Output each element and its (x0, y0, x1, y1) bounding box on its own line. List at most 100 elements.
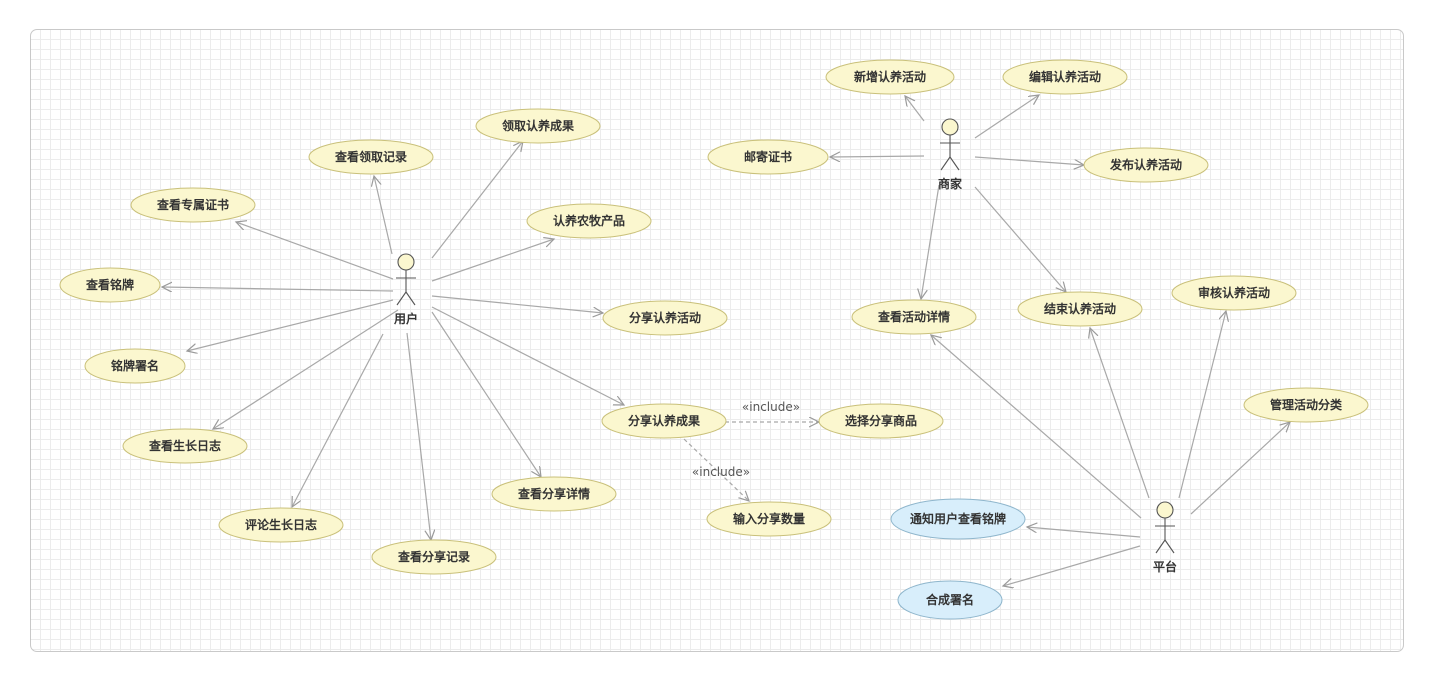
use-case-label: 编辑认养活动 (1028, 69, 1101, 84)
use-case-ellipse (897, 580, 1003, 620)
use-case-label: 分享认养成果 (628, 413, 700, 428)
actor-user[interactable]: 用户 (393, 253, 418, 326)
use-case-uc18[interactable]: 发布认养活动 (1083, 147, 1209, 183)
use-case-ellipse (308, 139, 434, 175)
use-case-uc5[interactable]: 查看铭牌 (59, 267, 161, 303)
association-edge-platform-uc21 (1178, 311, 1226, 499)
use-case-label: 铭牌署名 (111, 358, 159, 373)
use-case-uc11[interactable]: 查看分享详情 (491, 476, 617, 512)
association-edge-user-uc13 (292, 333, 384, 507)
actor-label: 商家 (938, 176, 963, 191)
association-edge-platform-uc20 (1090, 328, 1150, 499)
use-case-uc15[interactable]: 新增认养活动 (825, 59, 955, 95)
use-case-label: 查看铭牌 (85, 277, 134, 292)
use-case-uc6[interactable]: 分享认养活动 (602, 300, 728, 336)
association-edge-user-uc6 (431, 295, 603, 313)
association-edge-user-uc1 (431, 141, 523, 259)
use-case-label: 查看生长日志 (148, 438, 221, 453)
association-edge-merchant-uc15 (905, 96, 925, 122)
actor-stick-figure-icon (396, 253, 416, 306)
use-case-label: 管理活动分类 (1270, 397, 1343, 412)
actor-stick-figure-icon (940, 118, 960, 171)
use-case-uc20[interactable]: 结束认养活动 (1017, 291, 1143, 327)
include-label: «include» (692, 465, 750, 479)
use-case-uc7[interactable]: 铭牌署名 (84, 348, 186, 384)
use-case-ellipse (602, 300, 728, 336)
use-case-ellipse (601, 403, 727, 439)
use-case-uc21[interactable]: 审核认养活动 (1171, 275, 1297, 311)
use-case-uc14[interactable]: 查看分享记录 (371, 539, 497, 575)
association-edge-user-uc10 (213, 309, 399, 429)
use-case-label: 查看活动详情 (877, 309, 950, 324)
actor-stick-figure-icon (1155, 501, 1175, 554)
association-edge-merchant-uc19 (921, 184, 940, 299)
actor-platform[interactable]: 平台 (1153, 501, 1177, 574)
use-case-ellipse (130, 187, 256, 223)
use-case-uc10[interactable]: 查看生长日志 (122, 428, 248, 464)
use-case-label: 选择分享商品 (845, 413, 917, 428)
association-edge-user-uc2 (374, 176, 393, 255)
use-case-uc8[interactable]: 分享认养成果 (601, 403, 727, 439)
association-edge-user-uc3 (236, 222, 394, 280)
use-case-ellipse (706, 501, 832, 537)
use-case-label: 查看专属证书 (156, 197, 229, 212)
use-case-label: 审核认养活动 (1198, 285, 1270, 300)
association-edge-user-uc8 (431, 306, 624, 405)
association-edge-user-uc4 (431, 239, 554, 282)
use-case-uc22[interactable]: 管理活动分类 (1243, 387, 1369, 423)
use-case-uc17[interactable]: 邮寄证书 (707, 139, 829, 175)
use-case-ellipse (218, 507, 344, 543)
include-edge-uc8-uc12 (683, 438, 749, 501)
association-edge-user-uc7 (187, 299, 394, 351)
association-edge-platform-uc22 (1190, 422, 1290, 515)
use-case-ellipse (1083, 147, 1209, 183)
use-case-uc24[interactable]: 合成署名 (897, 580, 1003, 620)
use-case-label: 结束认养活动 (1044, 301, 1116, 316)
use-case-label: 新增认养活动 (854, 69, 926, 84)
use-case-uc2[interactable]: 查看领取记录 (308, 139, 434, 175)
actor-label: 平台 (1153, 559, 1177, 574)
association-edge-merchant-uc17 (830, 156, 925, 157)
actor-merchant[interactable]: 商家 (938, 118, 963, 191)
use-case-uc9[interactable]: 选择分享商品 (818, 403, 944, 439)
association-edge-user-uc11 (431, 311, 541, 477)
use-case-ellipse (59, 267, 161, 303)
use-case-ellipse (1002, 59, 1128, 95)
use-case-uc16[interactable]: 编辑认养活动 (1002, 59, 1128, 95)
use-case-ellipse (491, 476, 617, 512)
use-case-label: 评论生长日志 (245, 517, 317, 532)
use-case-uc4[interactable]: 认养农牧产品 (526, 203, 652, 239)
use-case-ellipse (1243, 387, 1369, 423)
use-case-label: 认养农牧产品 (553, 213, 625, 228)
use-case-ellipse (1171, 275, 1297, 311)
use-case-ellipse (1017, 291, 1143, 327)
use-case-uc3[interactable]: 查看专属证书 (130, 187, 256, 223)
use-case-label: 查看分享记录 (397, 549, 470, 564)
use-case-uc23[interactable]: 通知用户查看铭牌 (890, 498, 1026, 540)
association-edge-platform-uc19 (931, 335, 1142, 519)
use-case-ellipse (825, 59, 955, 95)
actor-label: 用户 (393, 311, 418, 326)
use-case-ellipse (122, 428, 248, 464)
use-case-ellipse (818, 403, 944, 439)
use-case-label: 查看分享详情 (517, 486, 590, 501)
use-case-label: 分享认养活动 (629, 310, 701, 325)
use-case-label: 查看领取记录 (334, 149, 407, 164)
use-case-ellipse (371, 539, 497, 575)
association-edge-platform-uc23 (1027, 527, 1141, 538)
use-case-label: 领取认养成果 (502, 118, 574, 133)
use-case-ellipse (707, 139, 829, 175)
use-case-label: 输入分享数量 (733, 511, 805, 526)
use-case-ellipse (84, 348, 186, 384)
include-label: «include» (742, 400, 800, 414)
use-case-uc1[interactable]: 领取认养成果 (475, 108, 601, 144)
use-case-ellipse (851, 299, 977, 335)
association-edge-merchant-uc16 (974, 95, 1039, 139)
association-edge-user-uc14 (406, 332, 431, 540)
diagram-canvas (30, 29, 1404, 652)
use-case-uc13[interactable]: 评论生长日志 (218, 507, 344, 543)
use-case-uc19[interactable]: 查看活动详情 (851, 299, 977, 335)
use-case-label: 合成署名 (926, 592, 974, 607)
use-case-uc12[interactable]: 输入分享数量 (706, 501, 832, 537)
